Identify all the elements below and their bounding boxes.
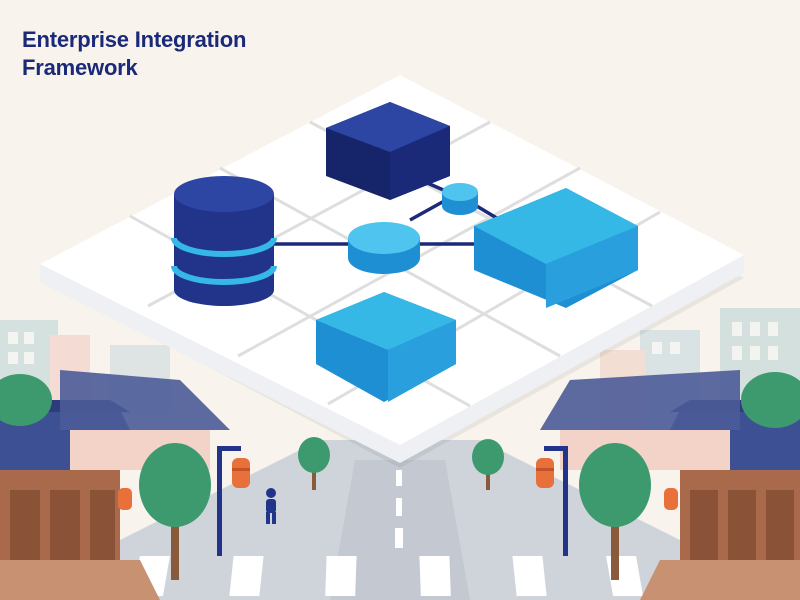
pedestrian-icon bbox=[266, 488, 276, 524]
lantern-icon bbox=[664, 488, 678, 510]
page-title: Enterprise Integration Framework bbox=[22, 26, 246, 82]
tree-icon bbox=[472, 439, 504, 490]
module-block-icon bbox=[474, 188, 638, 308]
lantern-icon bbox=[536, 458, 554, 488]
lane-markings bbox=[395, 470, 403, 548]
lantern-icon bbox=[232, 458, 250, 488]
street-lamp-left bbox=[217, 446, 250, 556]
network-node-icon bbox=[442, 183, 478, 215]
title-line-1: Enterprise Integration bbox=[22, 27, 247, 52]
street-lamp-right bbox=[536, 446, 568, 556]
tree-icon bbox=[139, 443, 211, 580]
tree-icon bbox=[741, 372, 800, 428]
street bbox=[0, 440, 800, 600]
tree-icon bbox=[298, 437, 330, 490]
left-traditional-house bbox=[0, 370, 230, 600]
database-icon bbox=[171, 176, 277, 306]
module-block-icon bbox=[316, 292, 456, 402]
tree-icon bbox=[579, 443, 651, 580]
title-line-2: Framework bbox=[22, 55, 138, 80]
tree-icon bbox=[0, 374, 52, 426]
lantern-icon bbox=[118, 488, 132, 510]
server-block-icon bbox=[326, 102, 450, 200]
network-node-icon bbox=[348, 222, 420, 274]
